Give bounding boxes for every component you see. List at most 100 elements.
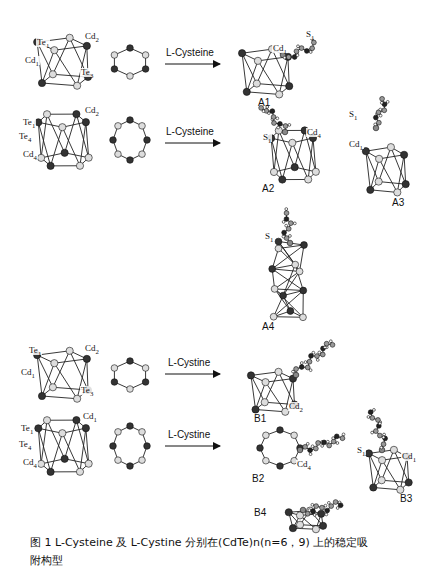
atom-label: Cd1 [272, 44, 288, 53]
atom [110, 443, 117, 450]
reaction-arrow [165, 64, 220, 65]
atom [315, 354, 320, 359]
atom [59, 430, 66, 437]
bond [76, 420, 88, 464]
atom [308, 448, 313, 453]
atom [378, 477, 385, 484]
atom [402, 181, 409, 188]
atom [288, 124, 291, 127]
atom [38, 154, 45, 161]
atom [373, 115, 378, 120]
atom [144, 443, 151, 450]
atom [324, 341, 329, 346]
atom [375, 155, 382, 162]
atom [263, 457, 270, 464]
atom [285, 509, 292, 516]
atom [318, 510, 325, 517]
atom [262, 379, 269, 386]
atom [277, 463, 284, 470]
atom [74, 82, 81, 89]
reaction-arrow [165, 374, 220, 375]
atom-label: Te1 [20, 424, 34, 433]
atom [127, 157, 134, 164]
bond [47, 114, 65, 153]
atom [371, 431, 374, 434]
atom-label: Cd4 [22, 458, 38, 467]
bond [42, 396, 77, 399]
atom [376, 418, 381, 423]
atom [115, 429, 122, 436]
atom [308, 509, 311, 512]
atom [313, 446, 318, 451]
bond [51, 471, 80, 472]
atom [300, 362, 303, 365]
atom [311, 503, 314, 506]
bond [257, 49, 272, 83]
bond [47, 114, 76, 115]
atom-label: Te1 [28, 346, 42, 355]
atom [332, 437, 335, 440]
atom [59, 124, 66, 131]
bond [53, 351, 70, 387]
atom [73, 111, 80, 118]
atom [280, 292, 287, 299]
atom [319, 522, 326, 529]
bond [47, 420, 65, 459]
atom [296, 268, 303, 275]
atom [238, 50, 245, 57]
atom [85, 460, 92, 467]
atom [286, 55, 291, 60]
structure-label: A4 [262, 322, 274, 332]
atom [405, 479, 412, 486]
atom [83, 42, 90, 49]
atom [74, 395, 81, 402]
bond [47, 420, 76, 421]
atom [300, 314, 307, 321]
atom [275, 368, 282, 375]
atom [383, 433, 386, 436]
atom [301, 242, 308, 249]
atom [305, 176, 312, 183]
atom [286, 83, 293, 90]
atom [254, 57, 261, 64]
atom [311, 509, 316, 514]
atom [373, 429, 378, 434]
structure-label: B3 [400, 494, 412, 504]
atom [111, 52, 118, 59]
bond [54, 46, 87, 50]
atom [316, 359, 319, 362]
atom [296, 521, 303, 528]
atom [375, 178, 382, 185]
atom-label: Cd2 [84, 344, 100, 353]
atom [314, 504, 319, 509]
bond [51, 433, 63, 472]
atom [278, 121, 283, 126]
atom [51, 47, 58, 54]
atom [253, 80, 260, 87]
bond [275, 289, 291, 311]
atom [35, 425, 42, 432]
atom [127, 463, 134, 470]
bond [300, 245, 304, 271]
bond [271, 138, 274, 172]
structure-label: B4 [254, 508, 266, 518]
atom-label: Cd1 [348, 140, 364, 149]
atom [311, 40, 316, 45]
atom [115, 457, 122, 464]
bond [65, 114, 77, 153]
atom [368, 410, 373, 415]
atom [127, 117, 134, 124]
atom [257, 445, 264, 452]
atom-label: Cd4 [296, 460, 312, 469]
atom [370, 416, 375, 421]
atom [61, 149, 68, 156]
atom [142, 52, 149, 59]
atom [299, 46, 304, 51]
bond [283, 265, 295, 296]
atom [334, 434, 339, 439]
bond [379, 182, 406, 185]
atom [299, 365, 304, 370]
bond [256, 410, 286, 412]
bond [247, 92, 279, 95]
